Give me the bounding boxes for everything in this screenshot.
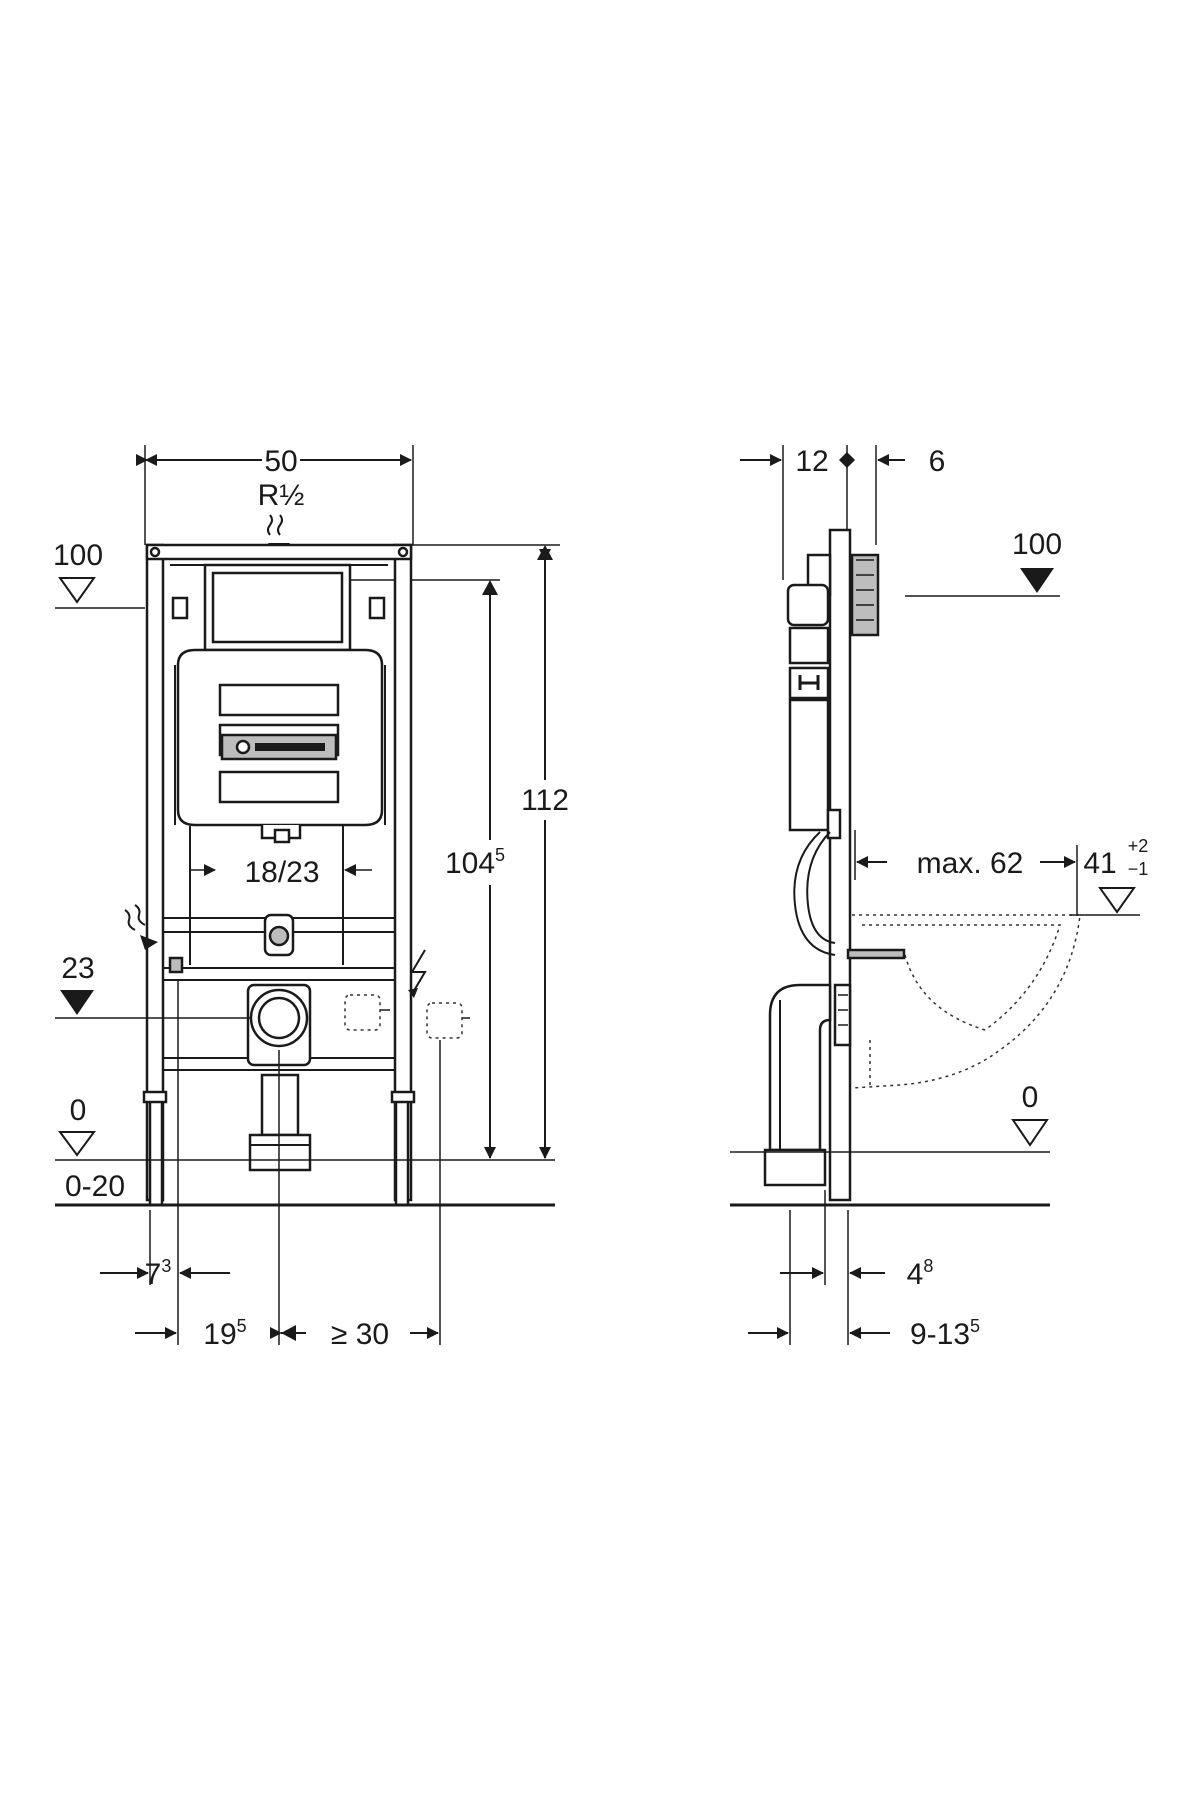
bolt-spacing-label: 18/23 [244, 856, 319, 889]
dim-7-label: 73 [145, 1256, 172, 1291]
level-0-label: 0 [70, 1094, 87, 1127]
side-frame [828, 528, 880, 1202]
dim-ge30-label: ≥ 30 [331, 1318, 389, 1351]
side-level-0-label: 0 [1022, 1081, 1039, 1114]
level-23-label: 23 [61, 952, 94, 985]
dim-6-label: 6 [929, 445, 946, 478]
level-marker-icon: 100 [905, 528, 1062, 597]
level-100-label: 100 [53, 539, 103, 572]
dim-41-label: 41 [1083, 847, 1116, 880]
thread-label: R½ [258, 479, 305, 512]
electric-icon [410, 949, 427, 995]
max-62-label: max. 62 [917, 847, 1024, 880]
width-label: 50 [264, 445, 297, 478]
height-104-dimension: 1045 [445, 580, 505, 1159]
dim-4-8: 48 [780, 1256, 933, 1291]
dim-19-label: 195 [203, 1316, 246, 1351]
brand-logo [255, 743, 325, 751]
dim-4-label: 48 [907, 1256, 934, 1291]
dim-6: 6 [877, 445, 946, 478]
dim-9-13-5: 9-135 [748, 1316, 980, 1351]
front-view: 50 R½ [53, 445, 569, 1351]
bolt-spacing-dimension: 18/23 [190, 856, 372, 889]
tol-plus-label: +2 [1128, 836, 1149, 856]
dim-41: 41 +2 −1 [1070, 836, 1149, 916]
side-level-100-label: 100 [1012, 528, 1062, 561]
width-dimension: 50 [136, 445, 412, 478]
height-104-label: 1045 [445, 845, 505, 880]
side-water-icon [124, 904, 184, 974]
socket-box-icon [344, 994, 470, 1039]
wc-bowl [846, 914, 1081, 1089]
level-marker-icon: 0 [55, 1094, 555, 1161]
dim-ge-30: ≥ 30 [270, 1318, 439, 1351]
side-drain [763, 983, 852, 1187]
dim-19-5: 195 [135, 1316, 247, 1351]
bowl-fixing [163, 826, 395, 965]
dim-7-3: 73 [100, 1256, 230, 1291]
side-view: 12 6 [730, 445, 1148, 1351]
dim-max-62: max. 62 [854, 830, 1078, 915]
side-cistern [786, 553, 842, 840]
drain-outlet [246, 983, 312, 1172]
height-112-dimension: 112 [411, 544, 569, 1159]
cistern [176, 641, 384, 844]
dim-12: 12 [740, 445, 829, 478]
level-marker-icon: 0 [730, 1081, 1050, 1153]
dim-9-13-label: 9-135 [910, 1316, 980, 1351]
range-label: 0-20 [65, 1170, 125, 1203]
tol-minus-label: −1 [1128, 859, 1149, 879]
actuator-opening [170, 563, 388, 652]
dim-12-label: 12 [795, 445, 828, 478]
frame [142, 543, 416, 1207]
level-marker-icon: 23 [55, 952, 252, 1019]
level-marker-icon: 100 [53, 539, 145, 609]
height-112-label: 112 [521, 784, 569, 817]
